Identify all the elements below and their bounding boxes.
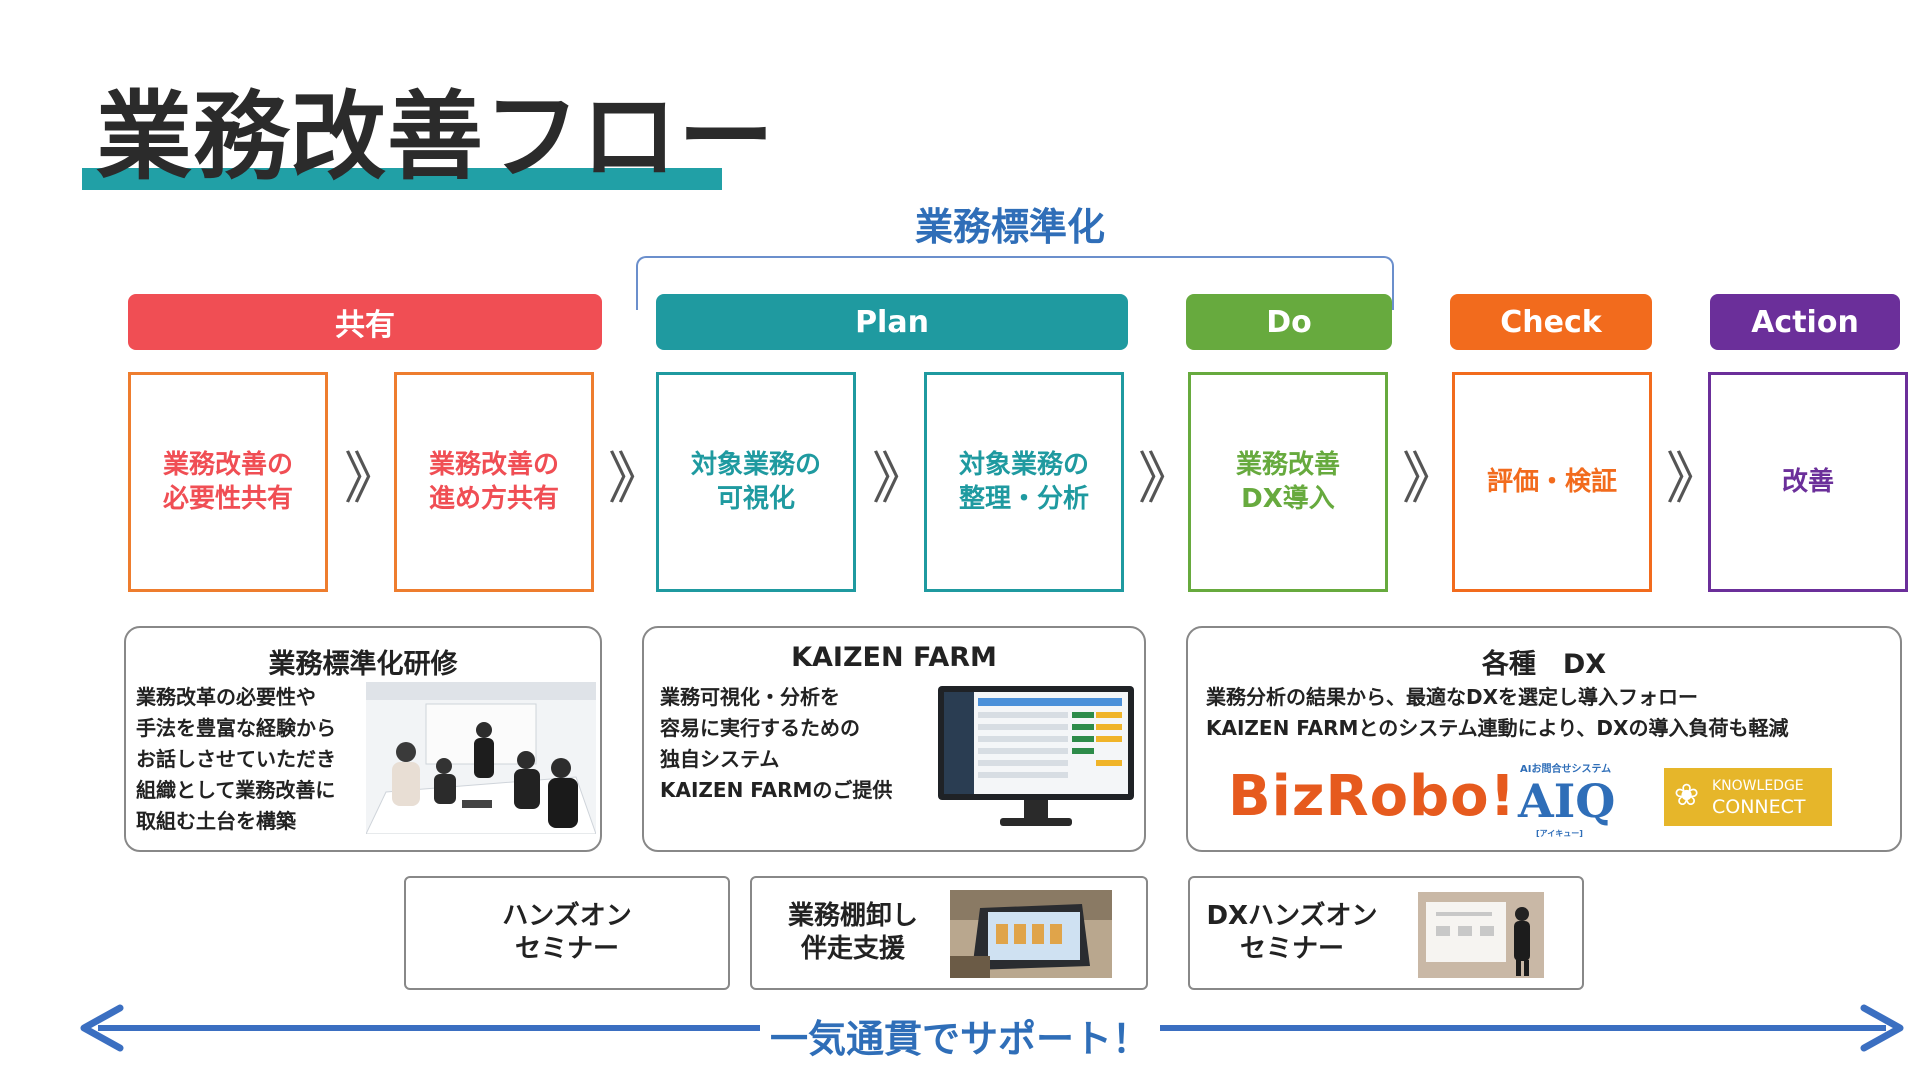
phase-label: Do: [1266, 304, 1312, 340]
small-card-label: 業務棚卸し 伴走支援: [787, 901, 918, 964]
step-method-sharing: 業務改善の 進め方共有: [394, 372, 594, 592]
step-need-sharing: 業務改善の 必要性共有: [128, 372, 328, 592]
step-evaluation: 評価・検証: [1452, 372, 1652, 592]
chevron-right-icon: 》: [344, 447, 400, 512]
small-card-label: ハンズオン セミナー: [502, 901, 632, 964]
card-kaizen-farm: KAIZEN FARM 業務可視化・分析を 容易に実行するための 独自システム …: [642, 626, 1146, 852]
bizrobo-logo: BizRobo!: [1228, 764, 1517, 829]
step-improvement: 改善: [1708, 372, 1908, 592]
phase-do: Do: [1186, 294, 1392, 350]
footer-support-text: 一気通貫でサポート！: [760, 1008, 1160, 1063]
knowledge-connect-logo: ❀ KNOWLEDGE CONNECT: [1664, 768, 1832, 826]
phase-check: Check: [1450, 294, 1652, 350]
card-title: 業務標準化研修: [268, 649, 458, 680]
flower-icon: ❀: [1674, 778, 1700, 813]
card-description: 業務可視化・分析を 容易に実行するための 独自システム KAIZEN FARMの…: [660, 685, 893, 802]
step-label: 業務改善の 必要性共有: [162, 450, 293, 514]
aiq-tagline: AIお問合せシステム: [1520, 764, 1612, 775]
laptop-photo: [950, 890, 1112, 978]
phase-label: Check: [1500, 304, 1602, 340]
page-title: 業務改善フロー: [96, 81, 775, 193]
phase-label: Action: [1751, 304, 1859, 340]
step-visualization: 対象業務の 可視化: [656, 372, 856, 592]
meeting-photo: [366, 682, 596, 834]
step-dx-introduction: 業務改善 DX導入: [1188, 372, 1388, 592]
card-training: 業務標準化研修 業務改革の必要性や 手法を豊富な経験から お話しさせていただき …: [124, 626, 602, 852]
phase-label: 共有: [335, 308, 395, 343]
phase-share: 共有: [128, 294, 602, 350]
standardization-bracket: [636, 256, 1394, 310]
card-dx-hands-on-seminar: DXハンズオン セミナー: [1188, 876, 1584, 990]
step-label: 業務改善の 進め方共有: [428, 450, 559, 514]
knowledge-text: KNOWLEDGE: [1712, 778, 1804, 794]
card-dx: 各種 DX 業務分析の結果から、最適なDXを選定し導入フォロー KAIZEN F…: [1186, 626, 1902, 852]
chevron-right-icon: 》: [1138, 447, 1194, 512]
standardization-label: 業務標準化: [914, 205, 1105, 249]
card-description: 業務改革の必要性や 手法を豊富な経験から お話しさせていただき 組織として業務改…: [136, 685, 336, 833]
step-label: 業務改善 DX導入: [1235, 450, 1340, 514]
chevron-right-icon: 》: [1402, 447, 1458, 512]
aiq-logo: AIQ: [1518, 774, 1616, 828]
card-inventory-support: 業務棚卸し 伴走支援: [750, 876, 1148, 990]
small-card-label: DXハンズオン セミナー: [1206, 901, 1378, 964]
card-title: 各種 DX: [1481, 649, 1607, 680]
phase-action: Action: [1710, 294, 1900, 350]
step-label: 対象業務の 可視化: [690, 450, 821, 514]
chevron-right-icon: 》: [608, 447, 664, 512]
card-description: 業務分析の結果から、最適なDXを選定し導入フォロー KAIZEN FARMとのシ…: [1206, 685, 1789, 740]
phase-plan: Plan: [656, 294, 1128, 350]
card-hands-on-seminar: ハンズオン セミナー: [404, 876, 730, 990]
connect-text: CONNECT: [1712, 796, 1806, 818]
seminar-photo: [1418, 892, 1544, 978]
title-underline: [82, 168, 722, 190]
chevron-right-icon: 》: [872, 447, 928, 512]
step-label: 対象業務の 整理・分析: [958, 450, 1089, 514]
step-analysis: 対象業務の 整理・分析: [924, 372, 1124, 592]
card-title: KAIZEN FARM: [791, 642, 997, 673]
phase-label: Plan: [855, 304, 929, 340]
monitor-icon: [936, 684, 1136, 834]
step-label: 評価・検証: [1486, 467, 1617, 497]
step-label: 改善: [1781, 467, 1834, 497]
aiq-subtitle: [アイキュー]: [1536, 829, 1583, 838]
